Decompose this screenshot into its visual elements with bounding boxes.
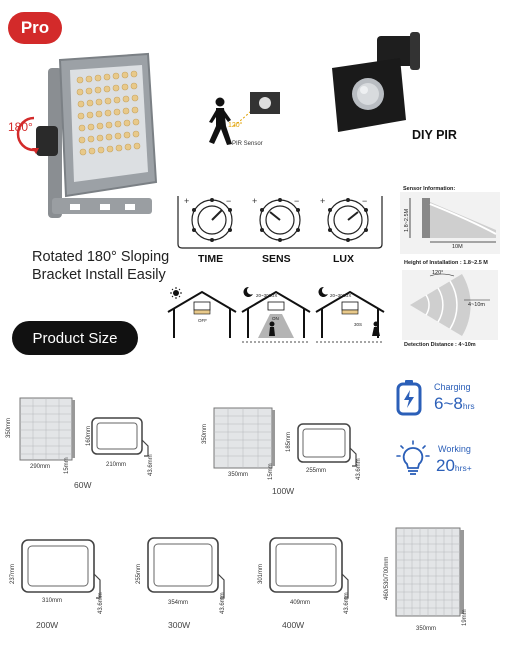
- knob-time-plus: +: [184, 196, 190, 206]
- on-label: ON: [272, 316, 279, 321]
- charging-label: Charging: [434, 382, 471, 392]
- detection-range-label: 4~10m: [468, 302, 485, 308]
- dim-60w-lamp-d: 43.6mm: [148, 454, 154, 476]
- knob-sens-plus: +: [252, 196, 258, 206]
- lux-label-motion: 20~30LUX: [330, 293, 352, 298]
- solar-panel-100w: [213, 407, 275, 469]
- detection-angle-label: 120°: [432, 270, 444, 276]
- pir-sensor-thumb: [250, 92, 280, 114]
- lamp-200w: [21, 539, 101, 599]
- floodlight-image: [16, 52, 158, 218]
- charging-value: 6~8hrs: [434, 394, 475, 413]
- dim-100w-lamp-h: 185mm: [286, 431, 292, 452]
- dim-100w-lamp-w: 255mm: [306, 468, 327, 474]
- size-label-200w: 200W: [36, 620, 59, 630]
- pir-sensor-label: PIR Sensor: [232, 141, 263, 147]
- knob-lux-plus: +: [320, 196, 326, 206]
- knob-sens-minus: −: [294, 196, 300, 206]
- dim-400w-w: 409mm: [290, 600, 311, 606]
- rotation-label: 180°: [8, 120, 33, 134]
- dim-panel-large-w: 350mm: [416, 626, 437, 632]
- dim-100w-panel-d: 15mm: [268, 463, 274, 480]
- dim-60w-panel-w: 290mm: [30, 464, 51, 470]
- house-night-scene: [241, 290, 311, 343]
- height-axis-label: 1.8~2.5M: [404, 208, 410, 232]
- dim-200w-w: 310mm: [42, 598, 63, 604]
- lux-label-night: 20~30LUX: [256, 293, 278, 298]
- dim-100w-panel-w: 350mm: [228, 472, 249, 478]
- sensor-height-diagram: [400, 192, 500, 254]
- lamp-60w: [91, 417, 149, 457]
- moon-icon: [243, 286, 253, 297]
- moon-icon: [318, 286, 328, 297]
- battery-charging-icon: [396, 380, 422, 416]
- dim-300w-w: 354mm: [168, 600, 189, 606]
- dim-panel-large-h: 460/530/700mm: [384, 556, 390, 600]
- sensor-info-title: Sensor Information:: [403, 186, 456, 192]
- dim-200w-h: 237mm: [10, 563, 16, 584]
- lamp-300w: [147, 537, 225, 599]
- dim-60w-lamp-h: 160mm: [86, 425, 92, 446]
- bracket-description: Rotated 180° Sloping Bracket Install Eas…: [32, 249, 170, 283]
- knob-panel: [177, 196, 383, 249]
- pir-angle: 120°: [228, 122, 243, 129]
- sun-icon: [170, 287, 182, 299]
- off-label: OFF: [198, 318, 207, 323]
- walking-person-icon: [209, 97, 253, 145]
- dim-100w-panel-h: 350mm: [202, 423, 208, 444]
- dim-400w-d: 43.6mm: [344, 592, 350, 614]
- working-label: Working: [438, 444, 471, 454]
- mode-label: 30S: [354, 322, 363, 327]
- house-day-scene: [167, 290, 237, 338]
- dim-200w-d: 43.6mm: [98, 592, 104, 614]
- working-value: 20hrs+: [436, 456, 472, 475]
- solar-panel-large: [395, 527, 464, 617]
- dim-400w-h: 301mm: [258, 563, 264, 584]
- size-label-60w: 60W: [74, 480, 92, 490]
- dim-60w-panel-d: 15mm: [64, 457, 70, 474]
- dim-60w-panel-h: 350mm: [6, 417, 12, 438]
- light-bulb-icon: [396, 440, 430, 475]
- product-size-button[interactable]: Product Size: [12, 321, 138, 355]
- detection-distance-caption: Detection Distance : 4~10m: [404, 342, 476, 348]
- distance-axis-label: 10M: [452, 244, 463, 250]
- dim-60w-lamp-w: 210mm: [106, 462, 127, 468]
- size-label-100w: 100W: [272, 486, 295, 496]
- pir-module-image: [332, 32, 420, 132]
- detection-range-diagram: [402, 270, 498, 340]
- lamp-100w: [297, 423, 357, 467]
- size-label-400w: 400W: [282, 620, 305, 630]
- knob-lux-minus: −: [362, 196, 368, 206]
- size-label-300w: 300W: [168, 620, 191, 630]
- dim-300w-h: 255mm: [136, 563, 142, 584]
- dim-100w-lamp-d: 43.6mm: [356, 458, 362, 480]
- house-motion-scene: [315, 290, 385, 343]
- knob-time-label: TIME: [198, 253, 224, 265]
- installation-height-caption: Height of Installation : 1.8~2.5 M: [404, 260, 488, 266]
- pro-badge: Pro: [8, 12, 62, 44]
- knob-lux-label: LUX: [333, 253, 354, 265]
- lamp-400w: [269, 537, 349, 599]
- dim-300w-d: 43.6mm: [220, 592, 226, 614]
- knob-sens-label: SENS: [262, 253, 291, 265]
- solar-panel-60w: [19, 397, 75, 461]
- dim-panel-large-d: 19mm: [462, 609, 468, 626]
- knob-time-minus: −: [226, 196, 232, 206]
- diy-pir-label: DIY PIR: [412, 128, 457, 142]
